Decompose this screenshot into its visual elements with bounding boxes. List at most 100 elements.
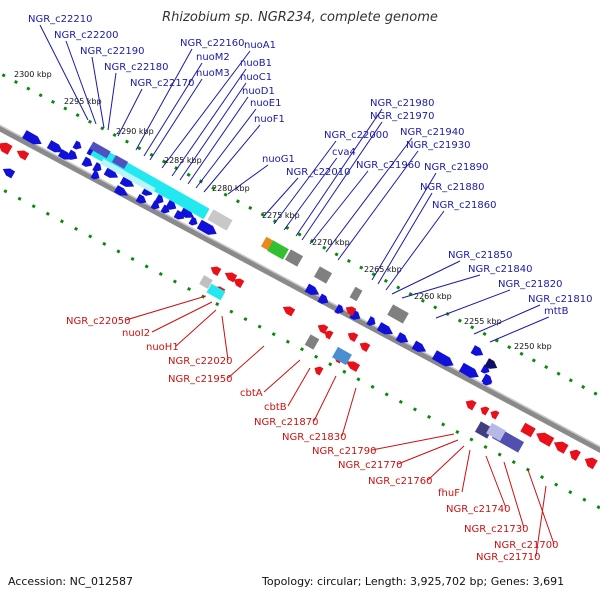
forward-gene-box [267,240,289,260]
forward-gene-arrow [482,376,492,386]
forward-gene-label: nuoM2 [196,52,230,63]
forward-gene-label: NGR_c22190 [80,46,145,57]
forward-gene-label: NGR_c22200 [54,30,119,41]
forward-gene-label: nuoB1 [240,58,272,69]
reverse-gene-arrow [0,142,13,155]
forward-gene-arrow [458,362,479,378]
reverse-gene-label: NGR_c21870 [254,417,319,428]
reverse-gene-label: NGR_c22020 [168,356,233,367]
reverse-gene-box [304,334,320,350]
forward-label-leader [187,96,249,185]
reverse-gene-arrow [536,432,555,447]
forward-gene-box [89,141,111,159]
reverse-gene-arrow [465,400,477,411]
reverse-gene-label: NGR_c21740 [446,504,511,515]
forward-label-leader [435,289,511,319]
forward-gene-label: NGR_c21860 [432,200,497,211]
reverse-gene-box [206,283,226,301]
forward-gene-label: NGR_c21940 [400,127,465,138]
forward-label-leader [473,304,541,335]
forward-gene-arrow [57,149,73,160]
scale-tick-label: 2280 kbp [212,184,250,193]
forward-label-leader [391,260,461,295]
forward-label-leader [371,172,437,281]
reverse-gene-arrow [584,457,598,470]
forward-gene-box [284,249,304,267]
forward-gene-label: NGR_c21850 [448,250,513,261]
reverse-label-leader [151,301,213,333]
scale-tick-label: 2265 kbp [364,265,402,274]
forward-gene-label: NGR_c22000 [324,130,389,141]
reverse-label-leader [341,387,357,437]
forward-gene-arrow [411,340,427,352]
forward-gene-arrow [376,322,393,335]
forward-label-leader [227,164,269,195]
forward-label-leader [39,24,89,121]
reverse-gene-arrow [569,449,581,461]
reverse-gene-label: NGR_c22050 [66,316,131,327]
forward-label-leader [301,121,383,241]
reverse-label-leader [221,315,229,361]
forward-gene-arrow [173,210,185,220]
reverse-gene-box [199,275,213,289]
scale-tick-label: 2300 kbp [14,70,52,79]
map-title: Rhizobium sp. NGR234, complete genome [162,10,438,25]
forward-gene-arrow [179,206,195,218]
forward-gene-arrow [484,358,498,369]
reverse-gene-arrow [490,410,500,420]
genome-summary: Topology: circular; Length: 3,925,702 bp… [262,575,565,588]
reverse-gene-arrow [282,306,296,317]
reverse-label-leader [371,433,455,451]
nuo-operon-highlight [100,158,156,194]
reverse-gene-label: NGR_c21830 [282,432,347,443]
reverse-gene-box [520,422,536,438]
reverse-gene-arrow [16,150,30,161]
reverse-gene-arrow [233,278,245,288]
forward-gene-label: nuoE1 [250,98,281,109]
forward-gene-label: NGR_c21980 [370,98,435,109]
forward-label-leader [143,62,203,157]
forward-label-leader [325,137,413,253]
forward-label-leader [117,88,143,137]
reverse-gene-arrow [480,406,490,416]
forward-gene-label: NGR_c21890 [424,162,489,173]
forward-gene-label: NGR_c21970 [370,111,435,122]
forward-label-leader [295,108,383,237]
forward-label-leader [337,150,419,261]
reverse-gene-label: cbtB [264,402,287,413]
forward-label-leader [91,56,105,129]
reverse-label-leader [125,295,207,321]
forward-gene-arrow [22,130,42,145]
reverse-label-leader [535,485,547,557]
forward-label-leader [401,274,481,299]
forward-gene-arrow [431,350,454,367]
forward-gene-arrow [103,166,119,178]
forward-gene-label: NGR_c21820 [498,279,563,290]
forward-label-leader [179,82,247,181]
forward-gene-label: nuoD1 [242,86,275,97]
reverse-label-leader [227,345,265,379]
forward-gene-label: NGR_c21810 [528,294,593,305]
forward-gene-box [111,155,129,169]
reverse-gene-arrow [553,441,569,454]
forward-label-leader [273,140,337,225]
forward-gene-arrow [470,345,484,356]
accession-text: Accession: NC_012587 [8,575,134,588]
forward-gene-label: mttB [544,306,569,317]
forward-gene-arrow [395,332,409,343]
reverse-gene-arrow [345,306,357,316]
forward-label-leader [203,124,261,193]
reverse-label-leader [527,469,555,545]
forward-gene-label: NGR_c22210 [28,14,93,25]
scale-tick-label: 2295 kbp [64,97,102,106]
forward-gene-arrow [160,204,170,214]
forward-gene-arrow [188,216,198,226]
forward-gene-box [207,209,233,231]
reverse-gene-label: nuoI2 [122,328,150,339]
forward-gene-label: NGR_c22180 [104,62,169,73]
reverse-label-leader [175,309,217,347]
forward-gene-label: cva4 [332,147,356,158]
reverse-gene-box [332,346,352,366]
